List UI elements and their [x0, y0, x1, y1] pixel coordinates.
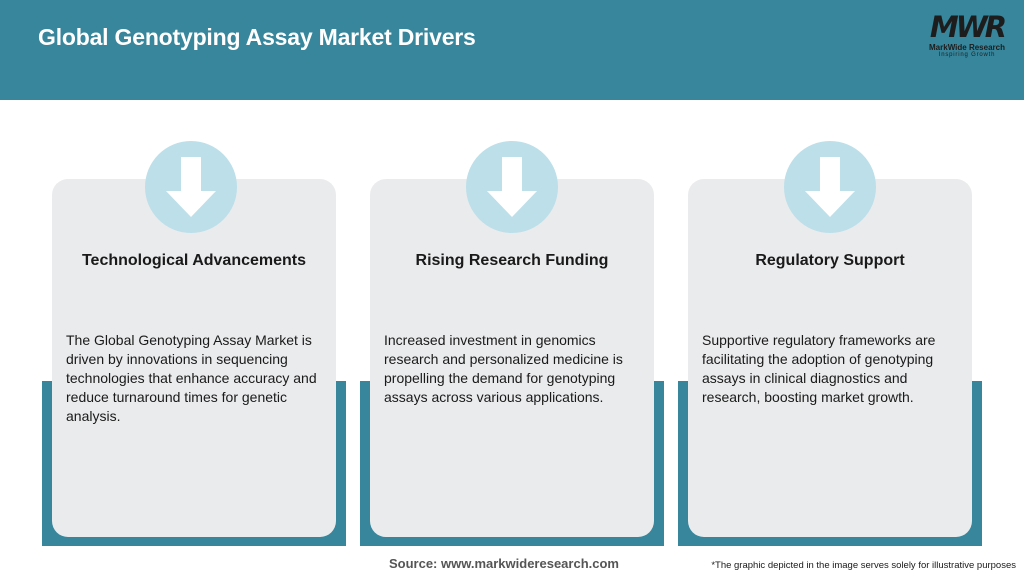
- driver-card-2: Rising Research Funding Increased invest…: [360, 179, 666, 547]
- driver-card-1: Technological Advancements The Global Ge…: [42, 179, 348, 547]
- source-text: Source: www.markwideresearch.com: [388, 556, 619, 571]
- arrow-down-icon: [466, 141, 558, 233]
- card-body: Rising Research Funding Increased invest…: [370, 179, 654, 537]
- logo-mark: MWR: [929, 10, 1007, 44]
- header-banner: Global Genotyping Assay Market Drivers M…: [0, 0, 1024, 100]
- arrow-down-icon: [784, 141, 876, 233]
- driver-card-3: Regulatory Support Supportive regulatory…: [678, 179, 984, 547]
- card-text: Supportive regulatory frameworks are fac…: [702, 332, 936, 405]
- card-title: Rising Research Funding: [415, 252, 609, 269]
- card-title: Regulatory Support: [755, 252, 905, 269]
- brand-logo: MWR MarkWide Research Inspiring Growth: [922, 12, 1012, 60]
- disclaimer-text: *The graphic depicted in the image serve…: [711, 560, 1016, 571]
- card-body: Regulatory Support Supportive regulatory…: [688, 179, 972, 537]
- arrow-down-icon: [145, 141, 237, 233]
- logo-name: MarkWide Research: [929, 43, 1005, 52]
- card-text: The Global Genotyping Assay Market is dr…: [66, 332, 317, 424]
- card-title: Technological Advancements: [81, 252, 307, 269]
- card-text: Increased investment in genomics researc…: [384, 332, 623, 405]
- card-body: Technological Advancements The Global Ge…: [52, 179, 336, 537]
- page-title: Global Genotyping Assay Market Drivers: [38, 24, 476, 50]
- logo-tagline: Inspiring Growth: [938, 52, 996, 58]
